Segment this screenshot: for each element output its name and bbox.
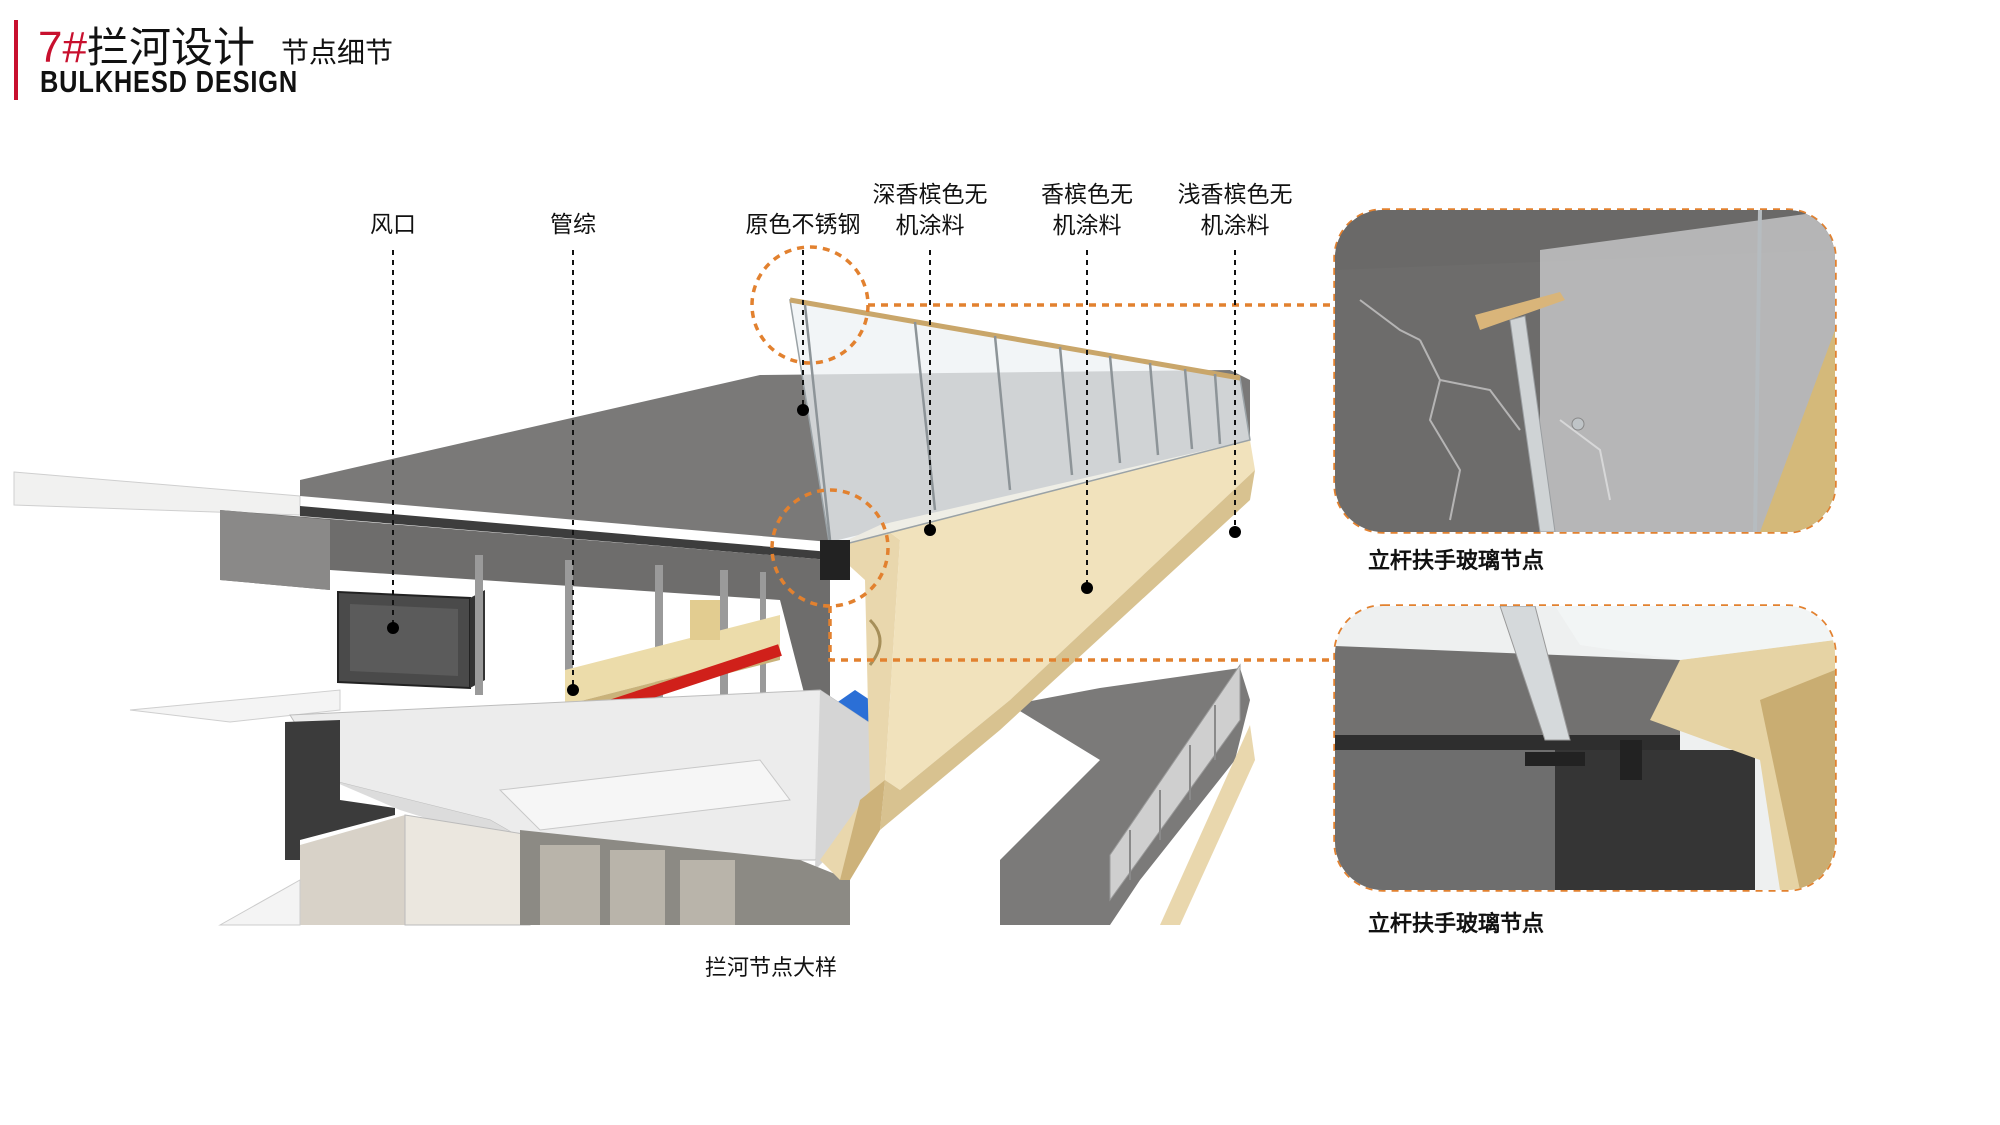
leaders: [392, 250, 1236, 690]
upper-slab-left: [13, 471, 301, 516]
lower-balustrade: [1109, 663, 1255, 925]
label-dark-coating-line1: 深香槟色无: [872, 182, 988, 208]
title-subtitle: 节点细节: [280, 36, 393, 69]
label-light-coating-line1: 浅香槟色无: [1177, 182, 1293, 208]
air-duct: [337, 590, 485, 690]
lower-wall: [285, 720, 395, 860]
title-english: BULKHESD DESIGN: [40, 64, 299, 99]
label-light-coating: 浅香槟色无 机涂料: [1155, 180, 1315, 242]
concrete-beam-side: [220, 510, 330, 590]
title-accent-bar: [14, 20, 18, 100]
caption-detail-top: 立杆扶手玻璃节点: [1368, 549, 1545, 574]
stone-floor-edge: [300, 506, 830, 560]
caption-detail-bottom: 立杆扶手玻璃节点: [1368, 912, 1545, 937]
title-number: 7#: [38, 23, 87, 72]
detail-image-top: [1335, 210, 1835, 532]
title-main: 拦河设计: [86, 23, 255, 72]
label-dark-coating: 深香槟色无 机涂料: [850, 180, 1010, 242]
label-light-coating-line2: 机涂料: [1200, 213, 1270, 239]
cladding: [820, 440, 1255, 880]
label-stainless: 原色不锈钢: [745, 212, 861, 238]
label-air-vent: 风口: [370, 212, 416, 238]
upper-balustrade: [789, 297, 1251, 549]
caption-main: 拦河节点大样: [705, 956, 838, 981]
label-dark-coating-line2: 机涂料: [895, 213, 965, 239]
section-model: [13, 297, 1255, 926]
label-champagne-line1: 香槟色无: [1041, 182, 1133, 208]
detail-image-bottom: [1335, 606, 1835, 890]
shopfront: [218, 814, 850, 926]
page-title: 7# 拦河设计 节点细节: [38, 14, 393, 75]
ceiling-panels: [129, 689, 881, 870]
label-pipes: 管综: [550, 212, 596, 238]
label-champagne-line2: 机涂料: [1052, 213, 1122, 239]
leader-dots: [387, 404, 1241, 696]
concrete-beam: [220, 510, 830, 716]
label-champagne: 香槟色无 机涂料: [1012, 180, 1162, 242]
callout-leader-bottom: [828, 606, 1335, 662]
callout-circle-bottom: [770, 488, 890, 608]
lower-floor: [1000, 668, 1250, 925]
